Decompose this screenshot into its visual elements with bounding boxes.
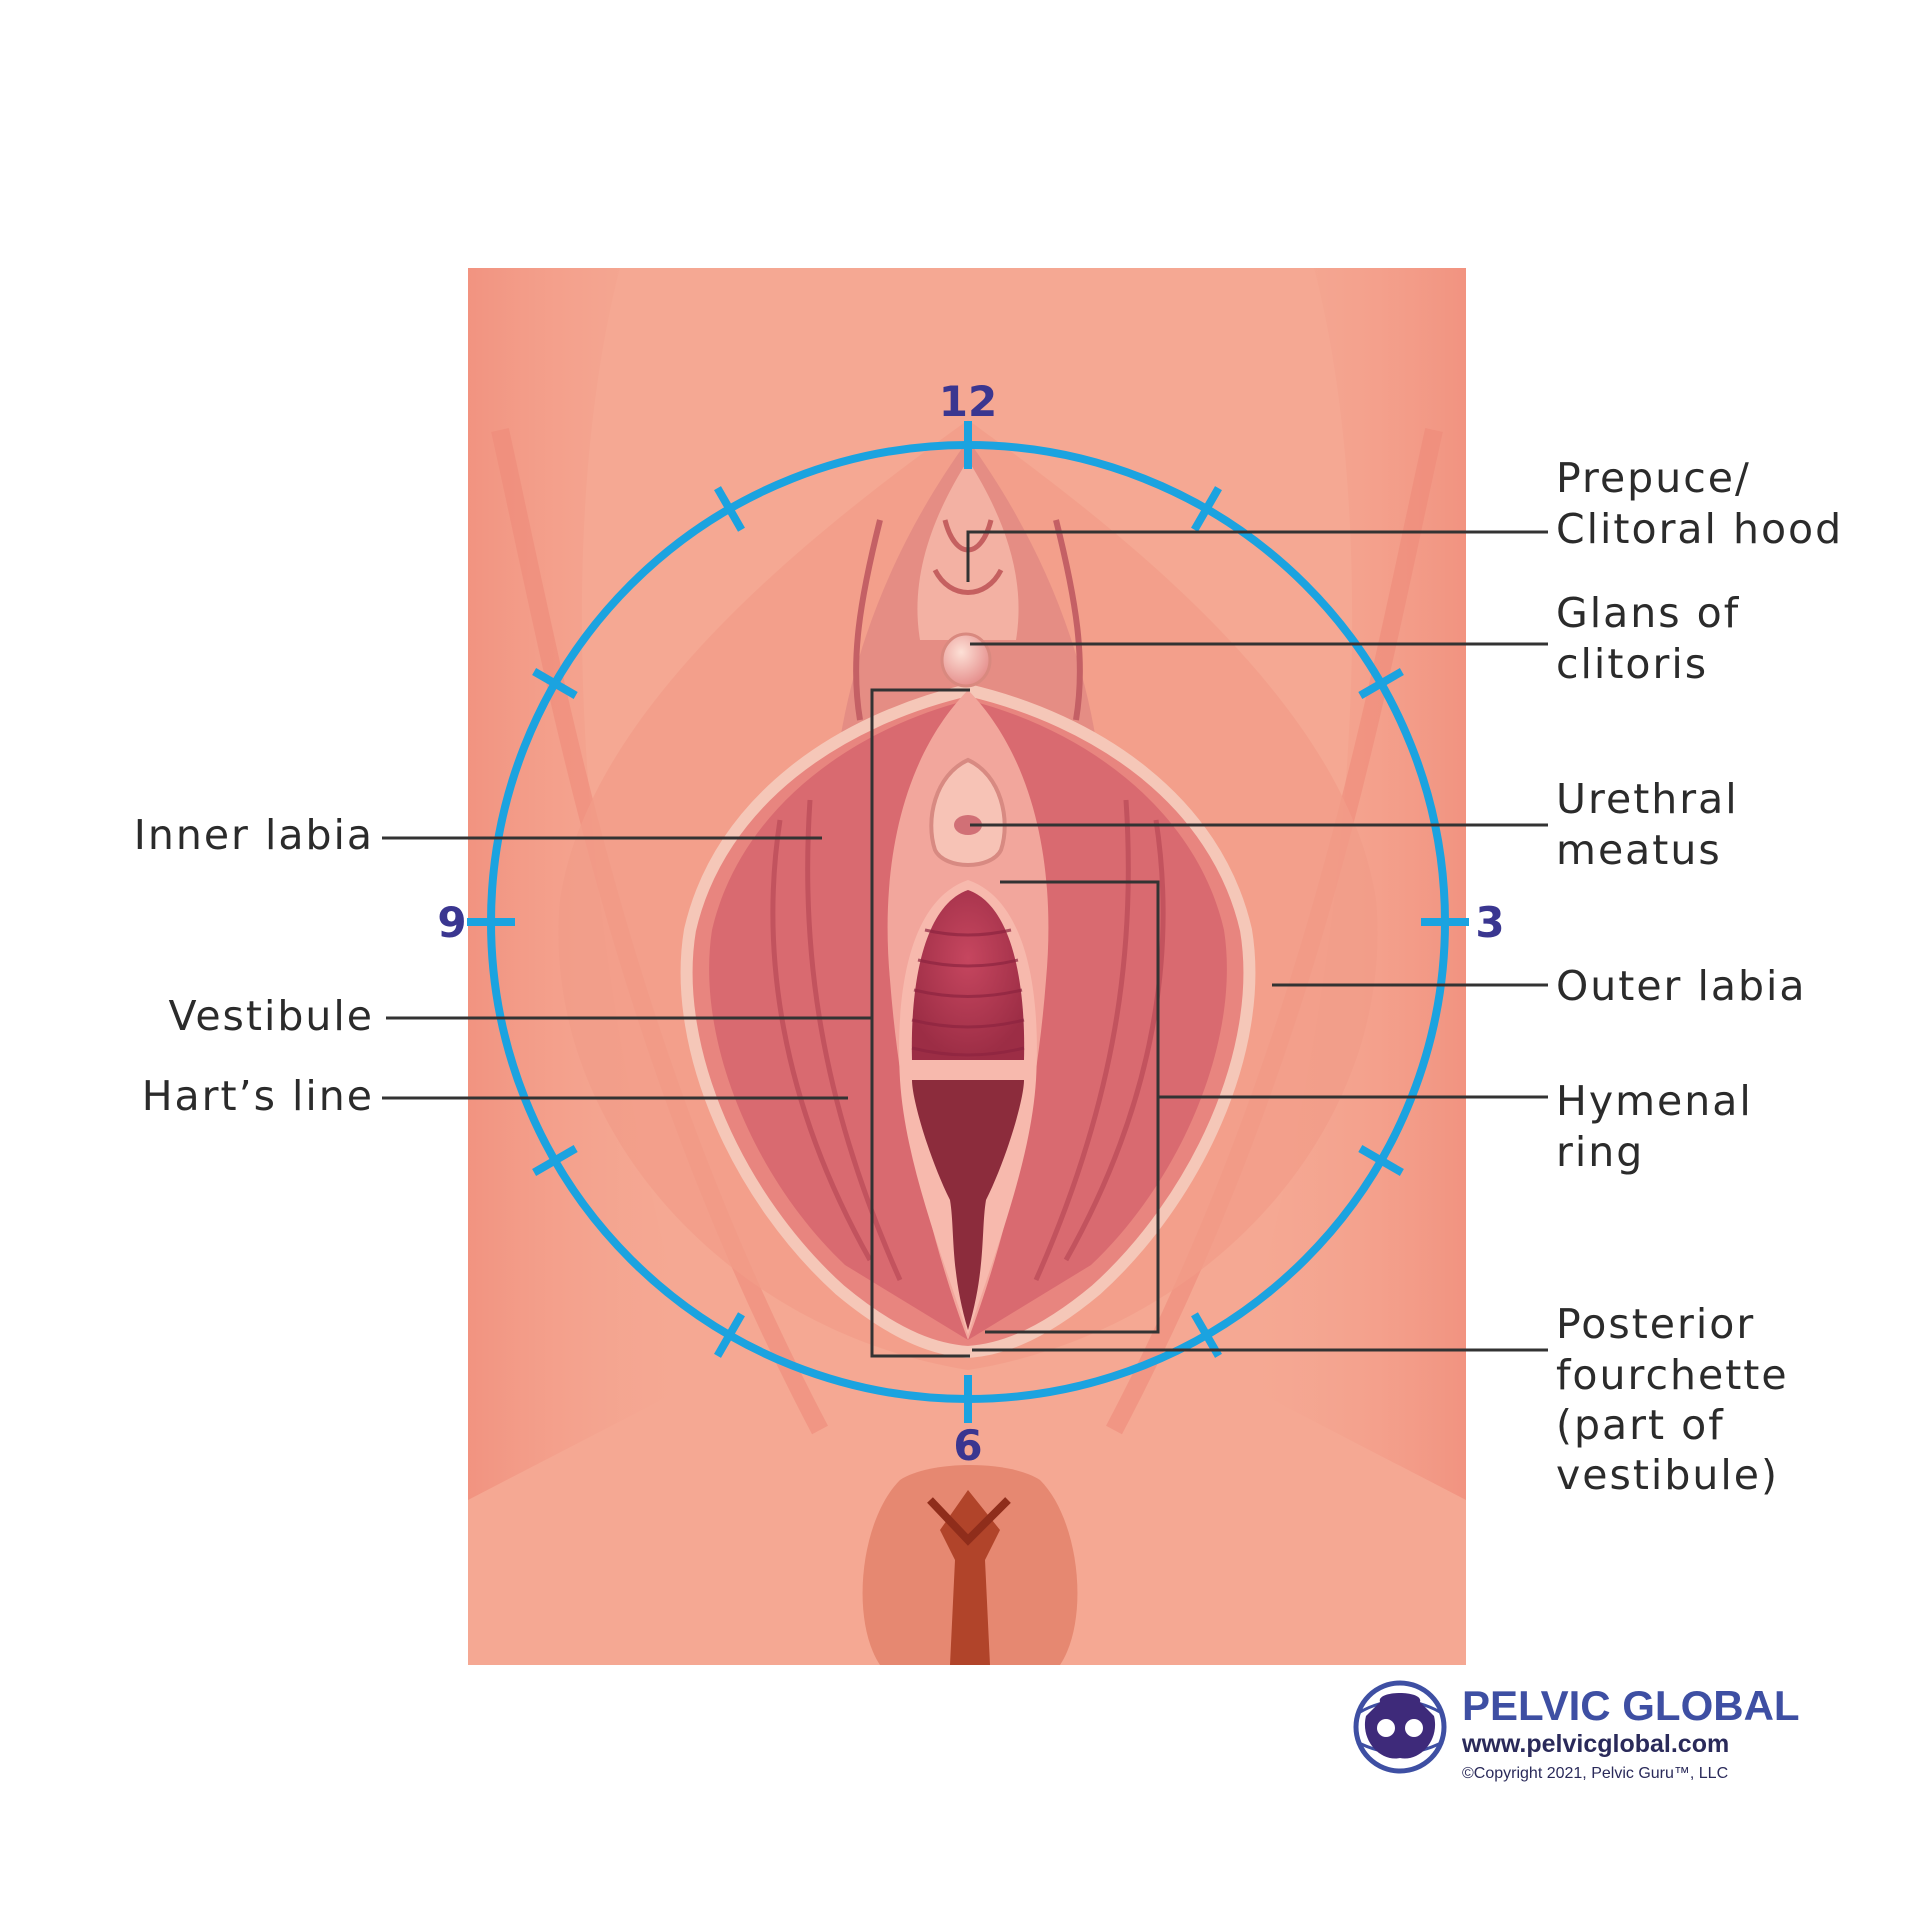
clock-label-6: 6 (953, 1421, 982, 1470)
label-hymenal-line2: ring (1556, 1128, 1644, 1176)
logo-url: www.pelvicglobal.com (1461, 1730, 1729, 1758)
clock-label-3: 3 (1475, 898, 1504, 947)
label-harts-line: Hart’s line (142, 1072, 374, 1120)
label-glans-line2: clitoris (1556, 640, 1708, 688)
label-urethral-line1: Urethral (1556, 775, 1739, 823)
label-outer-labia: Outer labia (1556, 962, 1807, 1010)
glans-of-clitoris (940, 632, 992, 688)
logo-brand-name: PELVIC GLOBAL (1462, 1682, 1800, 1729)
hymenal-ring (899, 880, 1037, 1335)
clock-tick (1358, 1145, 1404, 1176)
urethral-meatus (929, 757, 1007, 867)
leader-hymenal-bracket (985, 880, 1160, 1334)
label-posterior-line4: vestibule) (1556, 1451, 1779, 1499)
clock-tick (532, 668, 578, 699)
label-urethral-line2: meatus (1556, 826, 1722, 874)
perineum (862, 1465, 1078, 1665)
label-vestibule: Vestibule (168, 992, 374, 1040)
leader-vestibule-bracket (870, 688, 970, 1358)
label-posterior-line2: fourchette (1556, 1351, 1789, 1399)
anatomy-labels: Prepuce/ Clitoral hood Glans of clitoris… (134, 454, 1843, 1499)
clock-tick (714, 1312, 745, 1358)
clock-tick (714, 486, 745, 532)
globe-pelvis-icon (1353, 1680, 1447, 1774)
clock-face: 12 3 6 9 (437, 377, 1504, 1470)
clock-label-9: 9 (437, 898, 466, 947)
clock-tick (532, 1145, 578, 1176)
clock-tick (1358, 668, 1404, 699)
clock-label-12: 12 (939, 377, 997, 426)
leader-lines (382, 530, 1548, 1358)
label-posterior-line3: (part of (1556, 1401, 1725, 1449)
vulva-illustration (680, 440, 1256, 1359)
label-inner-labia: Inner labia (134, 811, 374, 859)
label-glans-line1: Glans of (1556, 589, 1740, 637)
logo-copyright: ©Copyright 2021, Pelvic Guru™, LLC (1462, 1765, 1728, 1782)
label-prepuce-line1: Prepuce/ (1556, 454, 1751, 502)
clock-tick (1191, 486, 1222, 532)
label-posterior-line1: Posterior (1556, 1300, 1755, 1348)
label-hymenal-line1: Hymenal (1556, 1077, 1753, 1125)
pelvic-global-logo: PELVIC GLOBAL www.pelvicglobal.com ©Copy… (1353, 1680, 1800, 1782)
label-prepuce-line2: Clitoral hood (1556, 505, 1843, 553)
leader-prepuce (966, 530, 1548, 582)
